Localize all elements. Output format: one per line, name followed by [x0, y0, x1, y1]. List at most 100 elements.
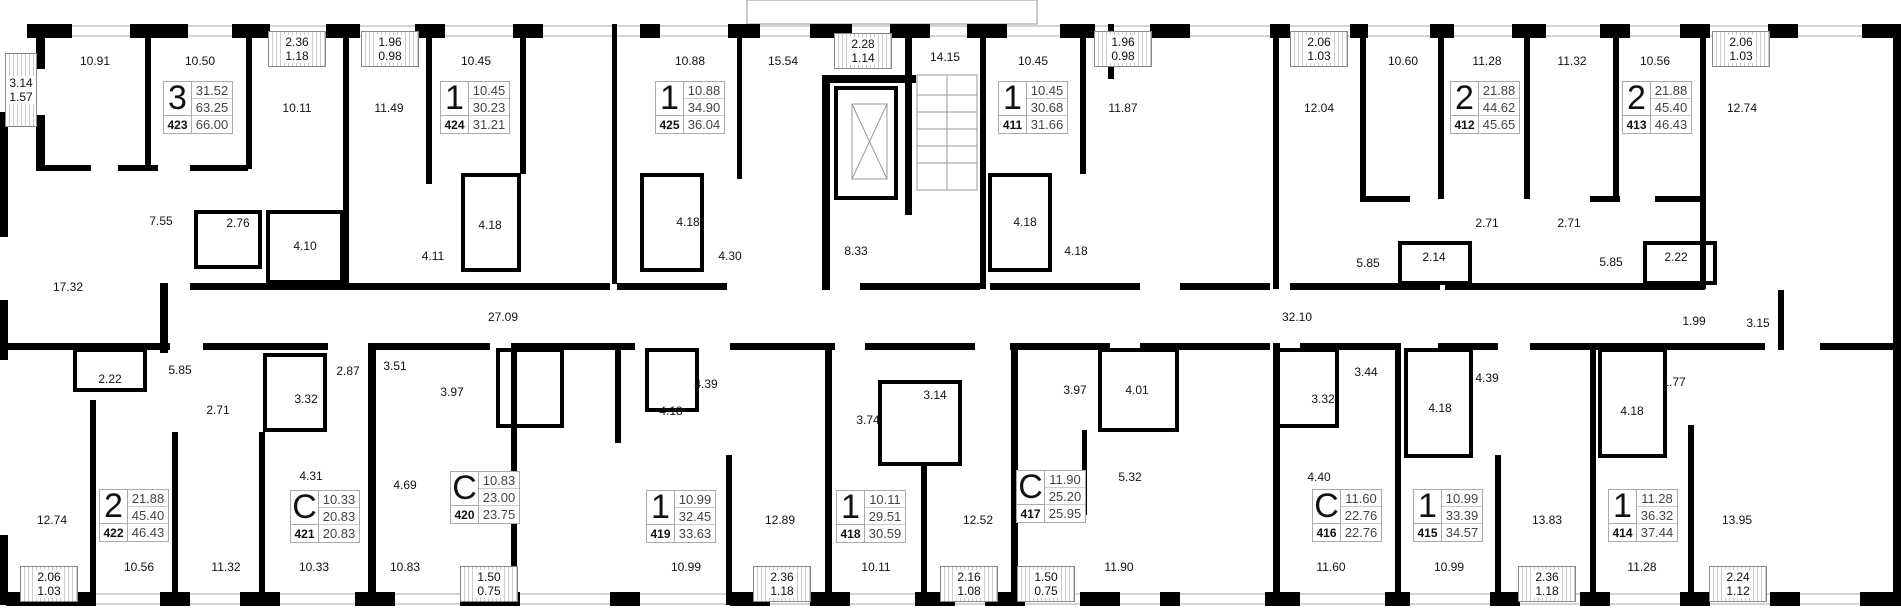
room-area-label: 4.10 — [293, 239, 317, 253]
room-area-label: 3.51 — [383, 359, 407, 373]
room-area-label: 3.32 — [294, 392, 318, 406]
room-area-label: 3.14 — [923, 388, 947, 402]
apartment-rooms-count: 2 — [100, 487, 128, 525]
room-area-label: 10.50 — [184, 54, 216, 68]
wall-segments — [0, 24, 1901, 606]
room-area-label: 5.32 — [1118, 470, 1142, 484]
room-area-label: 2.71 — [206, 403, 230, 417]
room-area-label: 10.33 — [298, 560, 330, 574]
balcony-area: 2.36 — [769, 570, 795, 584]
living-area: 11.60 — [1341, 490, 1381, 507]
room-area-label: 5.85 — [168, 363, 192, 377]
balcony-reduced: 1.18 — [1534, 584, 1560, 598]
staircase — [916, 74, 978, 191]
room-area-label: 2.71 — [1557, 216, 1581, 230]
apartment-rooms-count: C — [291, 488, 319, 526]
balcony-area: 1.96 — [377, 35, 403, 49]
room-area-label: 1.99 — [1682, 314, 1706, 328]
apartment-number: 418 — [837, 525, 865, 542]
room-area-label: 10.99 — [670, 560, 702, 574]
balcony-reduced: 1.03 — [1728, 49, 1754, 63]
room-area-label: 4.18 — [478, 218, 502, 232]
room-area-label: 3.97 — [440, 385, 464, 399]
balcony-area: 3.14 — [8, 76, 34, 90]
bathroom-outlines — [73, 173, 1717, 466]
room-area-label: 3.74 — [856, 413, 880, 427]
roof-outline — [746, 0, 1038, 25]
apartment-rooms-count: 1 — [1609, 487, 1637, 525]
room-area-label: 3.32 — [1311, 392, 1335, 406]
balcony-reduced: 1.18 — [284, 49, 310, 63]
room-area-label: 12.89 — [764, 513, 796, 527]
room-area-label: 2.22 — [98, 372, 122, 386]
apartment-number: 423 — [164, 116, 192, 133]
total-area: 33.39 — [1442, 507, 1482, 524]
balcony-area: 2.06 — [36, 570, 62, 584]
room-area-label: 10.11 — [861, 560, 891, 574]
room-area-label: 4.39 — [694, 377, 718, 391]
balcony-reduced: 0.98 — [1110, 49, 1136, 63]
room-area-label: 11.60 — [1316, 560, 1346, 574]
balcony-reduced: 1.57 — [8, 90, 34, 104]
living-area: 10.45 — [1027, 82, 1067, 99]
apartment-rooms-count: 3 — [164, 79, 192, 117]
total-area: 20.83 — [319, 508, 359, 525]
total-area: 30.68 — [1027, 99, 1067, 116]
room-area-label: 4.31 — [299, 469, 323, 483]
living-area: 10.88 — [684, 82, 724, 99]
balcony-area: 2.16 — [956, 570, 982, 584]
room-area-label: 4.18 — [1620, 404, 1644, 418]
room-area-label: 3.97 — [1063, 383, 1087, 397]
room-area-label: 10.56 — [123, 560, 155, 574]
apartment-number: 422 — [100, 524, 128, 541]
room-area-label: 4.11 — [421, 249, 445, 263]
total-area-with-balcony: 33.63 — [678, 526, 712, 541]
room-area-label: 11.87 — [1108, 101, 1138, 115]
apartment-rooms-count: C — [451, 469, 479, 507]
apartment-rooms-count: 2 — [1623, 79, 1651, 117]
balcony-area: 2.06 — [1728, 35, 1754, 49]
total-area: 23.00 — [479, 489, 519, 506]
room-area-label: 10.99 — [1433, 560, 1465, 574]
room-area-label: 4.18 — [676, 215, 700, 229]
apartment-rooms-count: 1 — [999, 79, 1027, 117]
total-area: 34.90 — [684, 99, 724, 116]
living-area: 10.99 — [1442, 490, 1482, 507]
apartment-rooms-count: C — [1017, 468, 1045, 506]
elevator-car — [851, 103, 888, 180]
room-area-label: 32.10 — [1281, 310, 1313, 324]
total-area-with-balcony: 46.43 — [1654, 117, 1688, 132]
total-area-with-balcony: 37.44 — [1640, 525, 1674, 540]
room-area-label: 10.45 — [1017, 54, 1049, 68]
total-area: 36.32 — [1637, 507, 1677, 524]
room-area-label: 11.28 — [1472, 54, 1502, 68]
room-area-label: 2.14 — [1422, 250, 1446, 264]
total-area-with-balcony: 34.57 — [1445, 525, 1479, 540]
balcony-reduced: 1.03 — [36, 584, 62, 598]
living-area: 10.83 — [479, 472, 519, 489]
balcony-reduced: 1.12 — [1725, 584, 1751, 598]
